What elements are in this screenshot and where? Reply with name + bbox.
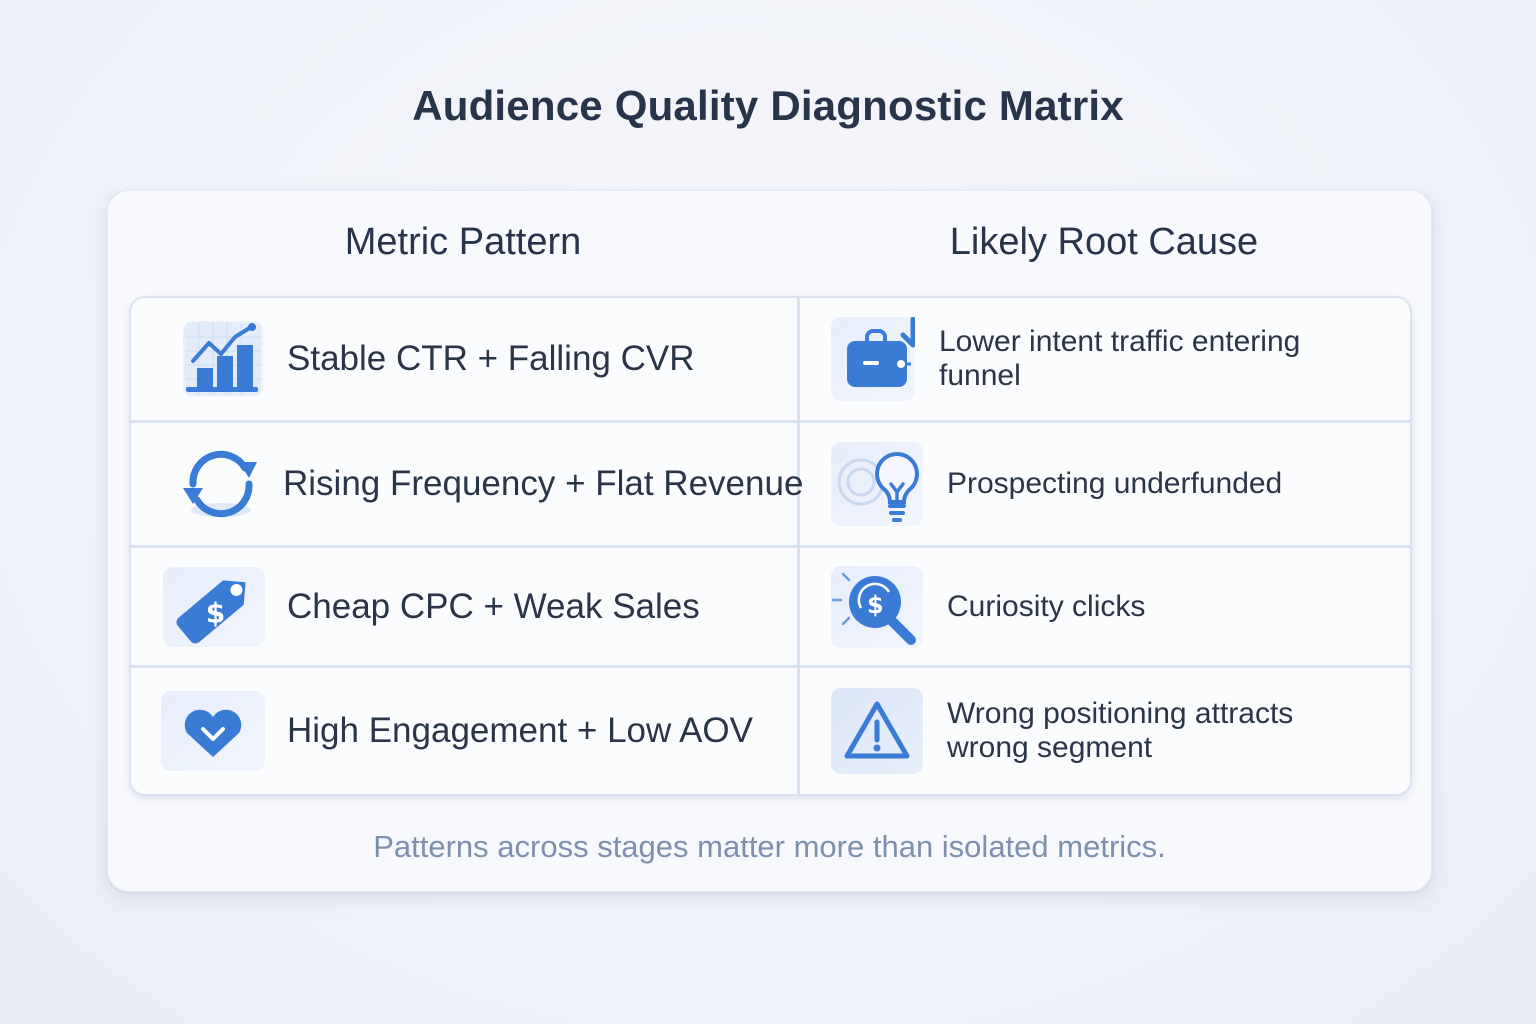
warning-triangle-icon [831,688,923,774]
metric-cell: $ Cheap CPC + Weak Sales [159,548,795,665]
svg-text:$: $ [206,596,225,629]
table-row: High Engagement + Low AOV Wrong position… [131,668,1410,794]
metric-pattern-text: Stable CTR + Falling CVR [287,339,695,378]
heart-check-icon [161,691,265,771]
table-row: Stable CTR + Falling CVR Lower intent tr… [131,298,1410,423]
magnifier-dollar-icon: $ [831,565,923,648]
metric-pattern-text: High Engagement + Low AOV [287,711,753,750]
column-header-root-cause: Likely Root Cause [949,221,1259,263]
root-cause-text: Wrong positioning attracts wrong segment [947,697,1294,764]
cause-cell: $ Curiosity clicks [831,548,1401,665]
table-row: $ Cheap CPC + Weak Sales [131,548,1410,668]
cause-cell: Lower intent traffic entering funnel [831,298,1401,420]
metric-cell: Stable CTR + Falling CVR [159,298,795,420]
diagnostic-table: Stable CTR + Falling CVR Lower intent tr… [129,296,1412,796]
lightbulb-icon [831,442,923,526]
root-cause-text: Lower intent traffic entering funnel [939,325,1301,392]
bar-chart-trend-icon [183,321,263,397]
refresh-cycle-icon [175,444,267,524]
footer-note: Patterns across stages matter more than … [373,829,1166,864]
table-row: Rising Frequency + Flat Revenue Prospect… [131,423,1410,548]
matrix-card: Metric Pattern Likely Root Cause [107,190,1432,892]
cause-cell: Wrong positioning attracts wrong segment [831,668,1401,794]
cause-cell: Prospecting underfunded [831,423,1401,545]
briefcase-down-arrow-icon [831,317,915,401]
root-cause-text: Prospecting underfunded [947,467,1283,500]
metric-cell: High Engagement + Low AOV [159,668,795,794]
price-tag-dollar-icon: $ [163,566,265,647]
root-cause-text: Curiosity clicks [947,589,1146,623]
metric-pattern-text: Cheap CPC + Weak Sales [287,586,700,626]
column-header-metric-pattern: Metric Pattern [344,221,582,263]
svg-text:$: $ [867,591,884,619]
metric-pattern-text: Rising Frequency + Flat Revenue [283,464,804,503]
page-title: Audience Quality Diagnostic Matrix [412,82,1124,129]
metric-cell: Rising Frequency + Flat Revenue [159,423,803,545]
